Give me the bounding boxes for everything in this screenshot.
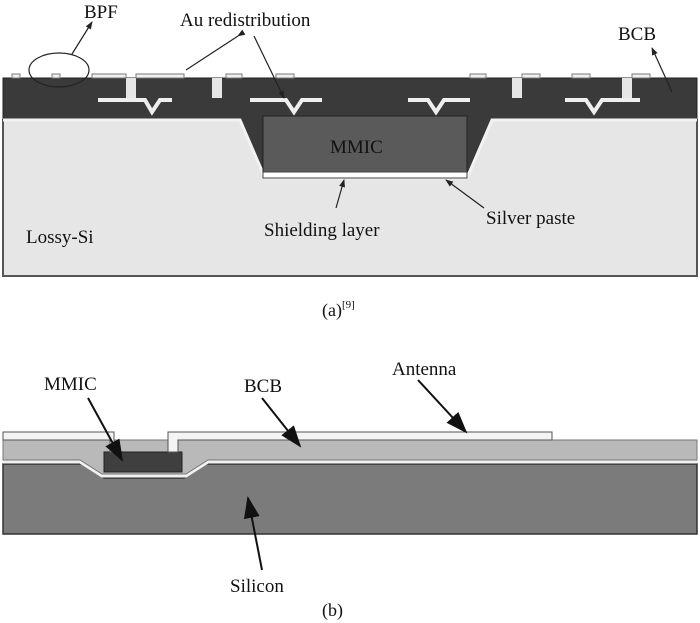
shielding-arrow xyxy=(335,179,345,209)
label-mmic-a: MMIC xyxy=(330,137,383,158)
antenna-metal xyxy=(167,431,553,453)
diagram-b: MMIC BCB Antenna Silicon (b) xyxy=(2,359,698,621)
caption-a: (a)[9] xyxy=(322,299,355,321)
mmic-chip-a xyxy=(262,115,468,173)
label-lossy-si: Lossy-Si xyxy=(26,227,94,248)
bpf-ellipse xyxy=(28,52,90,88)
label-bpf: BPF xyxy=(84,2,118,23)
au-traces-buried xyxy=(98,98,640,116)
bpf-arrow xyxy=(71,21,93,55)
mmic-arrow-b xyxy=(87,397,123,462)
silicon-arrow xyxy=(243,496,263,571)
label-antenna: Antenna xyxy=(392,359,457,380)
diagram-a: BPF Au redistribution BCB MMIC Lossy-Si … xyxy=(2,2,698,321)
caption-a-text: (a) xyxy=(322,300,342,321)
label-mmic-b: MMIC xyxy=(44,374,97,395)
label-silicon: Silicon xyxy=(230,576,284,597)
bcb-arrow-b xyxy=(261,397,302,448)
label-bcb-b: BCB xyxy=(244,376,282,397)
bcb-gap xyxy=(212,78,222,98)
bcb-gap xyxy=(126,78,136,98)
silver-paste-arrow xyxy=(445,179,485,209)
silver-paste-shape xyxy=(262,171,468,179)
mmic-chip-b xyxy=(103,451,183,473)
au-arrow-1 xyxy=(185,29,246,71)
au-arrow-2 xyxy=(253,35,285,99)
bcb-gap xyxy=(622,78,632,98)
label-bcb-a: BCB xyxy=(618,24,656,45)
shielding-line-b xyxy=(3,460,697,478)
au-traces-top xyxy=(11,73,651,79)
label-au-redistribution: Au redistribution xyxy=(180,10,311,31)
label-silver-paste: Silver paste xyxy=(486,208,575,229)
bcb-arrow-a xyxy=(651,47,673,93)
label-shielding-layer: Shielding layer xyxy=(264,220,380,241)
caption-b: (b) xyxy=(322,600,343,621)
antenna-arrow xyxy=(417,379,468,434)
caption-a-ref: [9] xyxy=(342,299,355,311)
bcb-gap xyxy=(512,78,522,98)
